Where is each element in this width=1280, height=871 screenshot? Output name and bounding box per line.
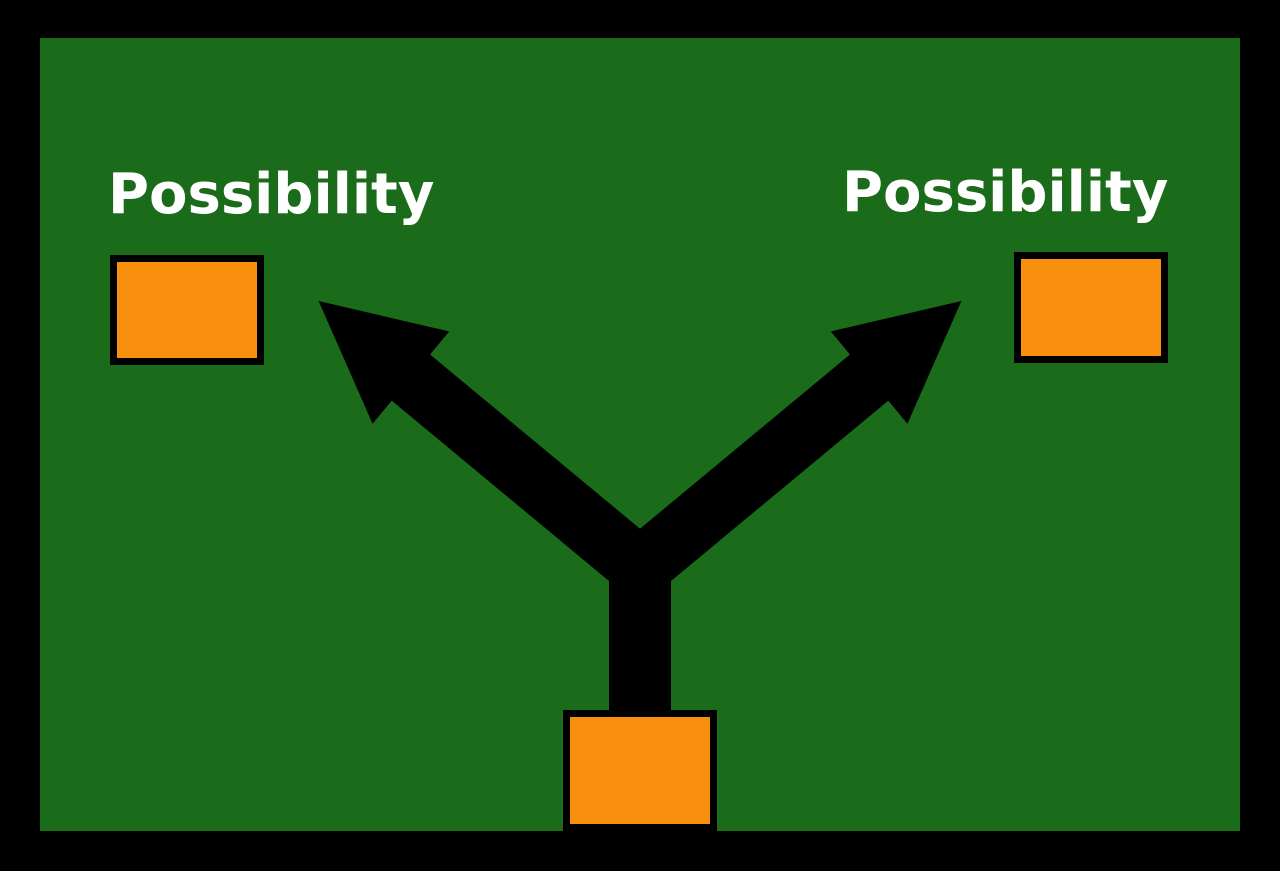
start-box-bottom	[563, 710, 717, 831]
possibility-label-right: Possibility	[842, 160, 1169, 225]
arrow-arm-right	[610, 301, 962, 600]
arrow-arm-left	[318, 301, 670, 600]
option-box-left	[110, 255, 264, 365]
possibility-label-left: Possibility	[108, 162, 435, 227]
option-box-right	[1014, 252, 1168, 363]
